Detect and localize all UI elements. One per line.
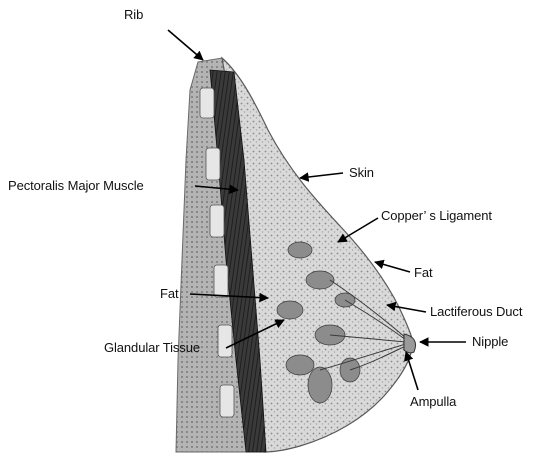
label-lactiferous-duct: Lactiferous Duct [430,305,522,318]
label-nipple: Nipple [472,335,508,348]
arrow-rib [168,30,203,60]
label-coopers-ligament: Copper’ s Ligament [381,209,492,222]
label-ampulla: Ampulla [410,395,456,408]
label-rib: Rib [124,8,143,21]
label-glandular-tissue: Glandular Tissue [104,341,200,354]
label-fat-left: Fat [160,287,178,300]
nipple-shape [404,334,416,353]
arrow-skin [300,173,343,178]
label-skin: Skin [349,166,374,179]
arrow-ampulla [406,352,418,390]
label-pectoralis-major-muscle: Pectoralis Major Muscle [8,179,144,192]
label-fat-right: Fat [414,266,432,279]
arrow-fat-right [375,262,410,272]
